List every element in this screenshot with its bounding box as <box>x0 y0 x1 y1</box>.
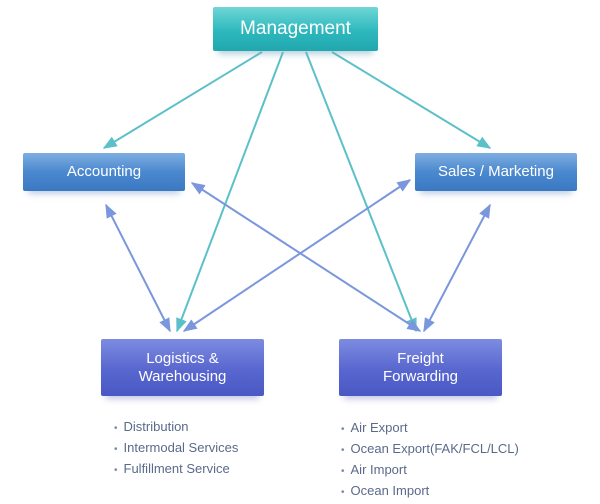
management-box: Management <box>213 7 378 51</box>
logistics-label-line-1: Logistics & <box>146 349 219 367</box>
bullet-icon: • <box>341 445 345 456</box>
list-item-label: Intermodal Services <box>123 440 239 455</box>
list-item: • Intermodal Services <box>114 437 238 458</box>
list-item: • Fulfillment Service <box>114 458 238 479</box>
bullet-icon: • <box>114 423 118 434</box>
list-item-label: Ocean Export(FAK/FCL/LCL) <box>350 441 519 456</box>
list-item-label: Ocean Import <box>350 483 430 498</box>
list-item: • Air Export <box>341 417 519 438</box>
list-item: • Ocean Import <box>341 480 519 501</box>
list-item: • Distribution <box>114 416 238 437</box>
freight-label-line-1: Freight <box>397 349 444 367</box>
bullet-icon: • <box>341 424 345 435</box>
management-label: Management <box>240 17 351 39</box>
freight-forwarding-box: Freight Forwarding <box>339 339 502 396</box>
arrow-management-to-accounting <box>102 51 263 149</box>
accounting-box: Accounting <box>23 153 185 191</box>
arrow-accounting-logistics <box>105 203 171 333</box>
bullet-icon: • <box>341 466 345 477</box>
list-item-label: Air Export <box>350 420 408 435</box>
arrow-sales-logistics <box>182 179 412 332</box>
logistics-services-list: • Distribution • Intermodal Services • Fulf… <box>114 416 238 479</box>
sales-marketing-box: Sales / Marketing <box>415 153 577 191</box>
bullet-icon: • <box>114 444 118 455</box>
logistics-warehousing-box: Logistics & Warehousing <box>101 339 264 396</box>
bullet-icon: • <box>114 465 118 476</box>
sales-marketing-label: Sales / Marketing <box>438 163 554 180</box>
arrow-management-to-sales <box>331 51 492 149</box>
accounting-label: Accounting <box>66 163 142 180</box>
list-item-label: Air Import <box>350 462 407 477</box>
freight-label-line-2: Forwarding <box>382 367 459 385</box>
bullet-icon: • <box>341 487 345 498</box>
list-item-label: Distribution <box>123 419 189 434</box>
list-item: • Ocean Export(FAK/FCL/LCL) <box>341 438 519 459</box>
arrow-sales-freight <box>423 203 491 333</box>
freight-services-list: • Air Export • Ocean Export(FAK/FCL/LCL) •… <box>341 417 519 501</box>
logistics-label-line-2: Warehousing <box>138 367 227 385</box>
list-item: • Air Import <box>341 459 519 480</box>
list-item-label: Fulfillment Service <box>123 461 230 476</box>
